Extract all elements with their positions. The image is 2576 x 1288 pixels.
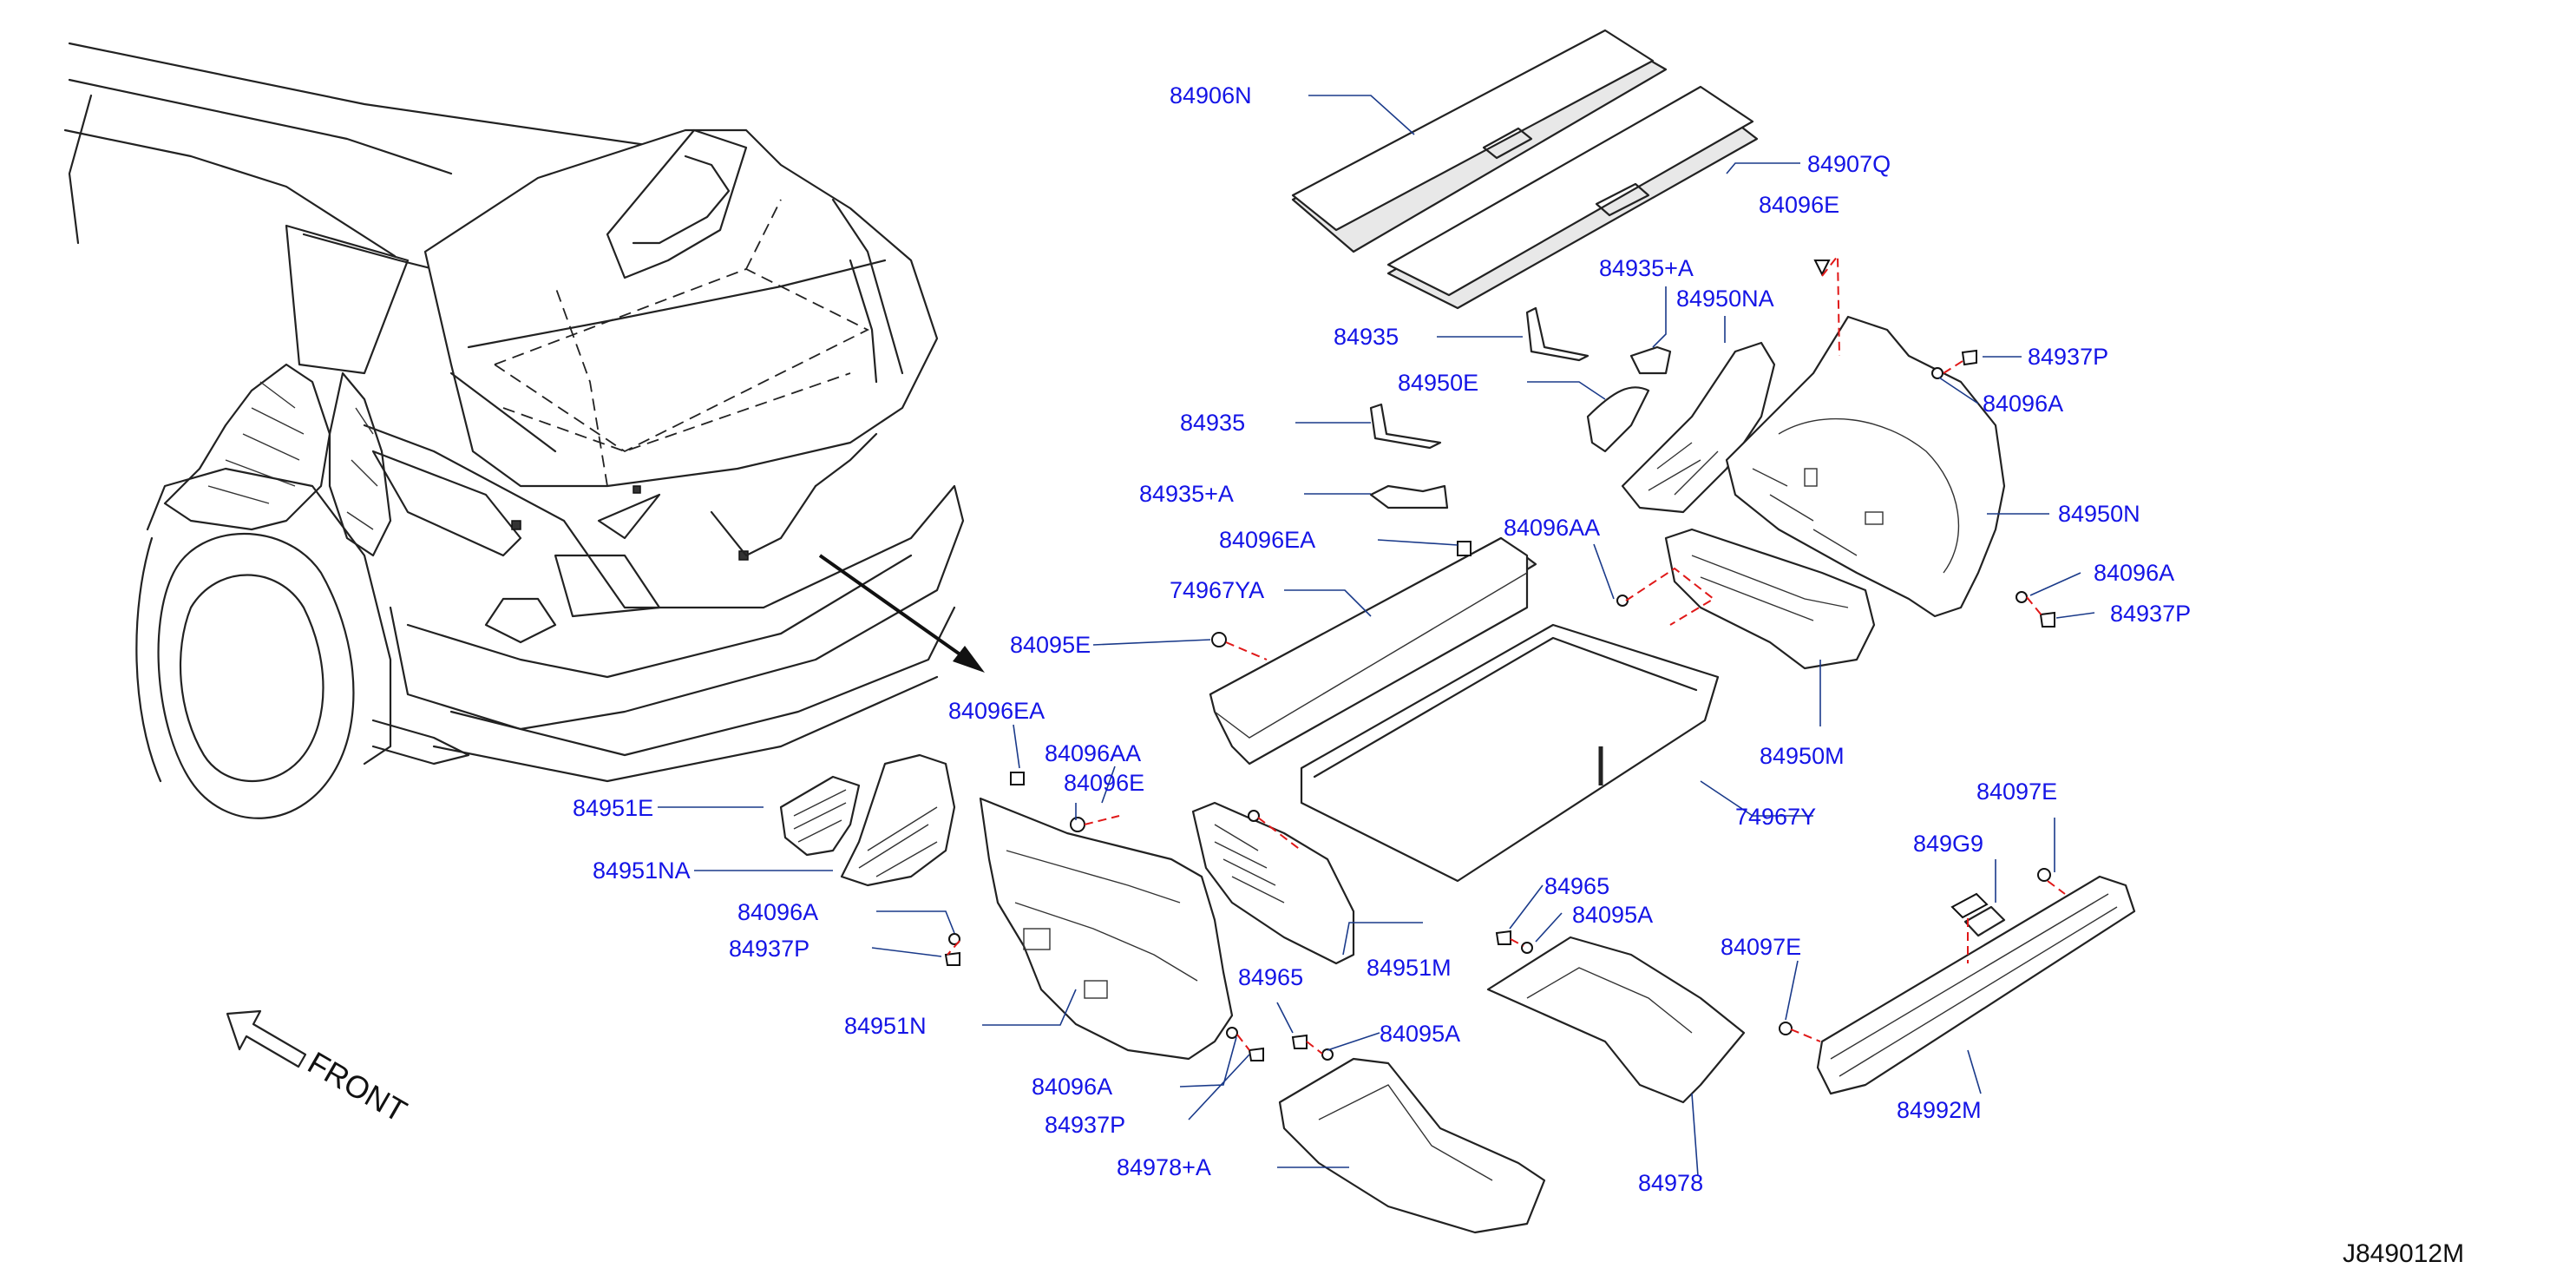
part-labels: 84906N 84907Q 84096E 84935+A 84950NA 849… bbox=[573, 82, 2191, 1196]
part-label: 84950N bbox=[2058, 501, 2140, 527]
part-label: 84935+A bbox=[1599, 255, 1694, 281]
part-label: 84950E bbox=[1398, 370, 1478, 396]
clip-icon bbox=[1457, 541, 1472, 556]
clip-icon bbox=[2016, 591, 2028, 603]
part-label: 84951N bbox=[844, 1013, 927, 1039]
part-label: 84096A bbox=[1032, 1074, 1112, 1100]
part-label: 84096AA bbox=[1504, 515, 1600, 541]
part-label: 84937P bbox=[729, 936, 810, 962]
sill-trim-left bbox=[1191, 801, 1355, 965]
part-label: 84937P bbox=[2028, 344, 2108, 370]
part-label: 84096E bbox=[1759, 192, 1839, 218]
part-label: 84965 bbox=[1544, 873, 1609, 899]
tonneau-cover-parts bbox=[1291, 29, 1759, 310]
part-label: 84935 bbox=[1180, 410, 1245, 436]
part-label: 84095A bbox=[1572, 902, 1653, 928]
diagram-code: J849012M bbox=[2343, 1239, 2464, 1268]
clip-icon bbox=[1070, 817, 1085, 832]
side-box-parts bbox=[1278, 936, 1746, 1234]
clip-icon bbox=[1248, 810, 1260, 822]
part-label: 84097E bbox=[1976, 779, 2057, 805]
part-label: 84950NA bbox=[1676, 286, 1774, 312]
clip-icon bbox=[1321, 1048, 1334, 1061]
part-label: 84095E bbox=[1010, 632, 1091, 658]
front-direction-indicator: FRONT bbox=[226, 1009, 413, 1129]
clip-icon bbox=[1950, 892, 1989, 919]
clip-icon bbox=[1248, 1047, 1264, 1061]
part-label: 84096A bbox=[2094, 560, 2174, 586]
part-label: 84937P bbox=[1045, 1112, 1125, 1138]
part-label: 84096A bbox=[1983, 391, 2063, 417]
luggage-board-rear bbox=[1209, 536, 1537, 766]
part-label: 84095A bbox=[1380, 1021, 1460, 1047]
clip-icon bbox=[1495, 930, 1511, 945]
part-label: 84097E bbox=[1721, 934, 1801, 960]
clip-icon bbox=[1010, 772, 1025, 785]
part-label: 849G9 bbox=[1913, 831, 1983, 857]
part-label: 84096EA bbox=[948, 698, 1045, 724]
part-label: 84096AA bbox=[1045, 740, 1141, 766]
leader-lines bbox=[658, 95, 2095, 1177]
clip-icon bbox=[1291, 1034, 1308, 1049]
side-trim-parts-upper bbox=[1586, 341, 1776, 514]
luggage-floor-board bbox=[1300, 623, 1720, 883]
part-label: 84950M bbox=[1760, 743, 1845, 769]
clip-icon bbox=[1813, 260, 1831, 277]
part-label: 84935 bbox=[1334, 324, 1399, 350]
part-label: 74967Y bbox=[1735, 804, 1816, 830]
part-label: 84937P bbox=[2110, 601, 2191, 627]
clip-icon bbox=[1961, 349, 1977, 366]
sill-trim-right bbox=[1664, 528, 1876, 670]
clip-icon bbox=[1616, 595, 1629, 607]
clip-icon bbox=[1226, 1027, 1238, 1039]
part-label: 84906N bbox=[1170, 82, 1252, 108]
clip-icon bbox=[948, 933, 960, 945]
part-label: 84965 bbox=[1238, 964, 1303, 990]
vehicle-rear-illustration bbox=[63, 42, 985, 819]
part-label: 84992M bbox=[1897, 1097, 1982, 1123]
fastener-alignment-lines bbox=[947, 253, 2066, 1055]
part-label: 84951NA bbox=[593, 858, 691, 884]
part-label: 84096E bbox=[1064, 770, 1144, 796]
clip-icon bbox=[1931, 367, 1943, 379]
side-trim-panel-right bbox=[1725, 315, 2006, 618]
side-trim-panel-left bbox=[979, 797, 1234, 1061]
side-bracket-parts bbox=[779, 753, 956, 887]
clip-icon bbox=[1211, 632, 1227, 647]
part-label: 84951M bbox=[1367, 955, 1452, 981]
clip-icon bbox=[944, 951, 960, 966]
part-label: 84096A bbox=[737, 899, 818, 925]
part-label: 74967YA bbox=[1170, 577, 1264, 603]
clip-icon bbox=[1521, 942, 1533, 954]
clip-icon bbox=[2037, 868, 2051, 882]
part-label: 84951E bbox=[573, 795, 653, 821]
clip-icon bbox=[1779, 1022, 1793, 1035]
part-label: 84978+A bbox=[1117, 1154, 1211, 1180]
part-label: 84935+A bbox=[1139, 481, 1234, 507]
front-arrow-icon bbox=[226, 1009, 307, 1068]
clip-icon bbox=[2039, 611, 2055, 628]
part-label: 84978 bbox=[1638, 1170, 1703, 1196]
part-label: 84907Q bbox=[1807, 151, 1891, 177]
part-label: 84096EA bbox=[1219, 527, 1315, 553]
bracket-parts bbox=[1369, 306, 1672, 509]
front-label: FRONT bbox=[302, 1044, 413, 1129]
rear-sill-plate bbox=[1816, 875, 2136, 1095]
